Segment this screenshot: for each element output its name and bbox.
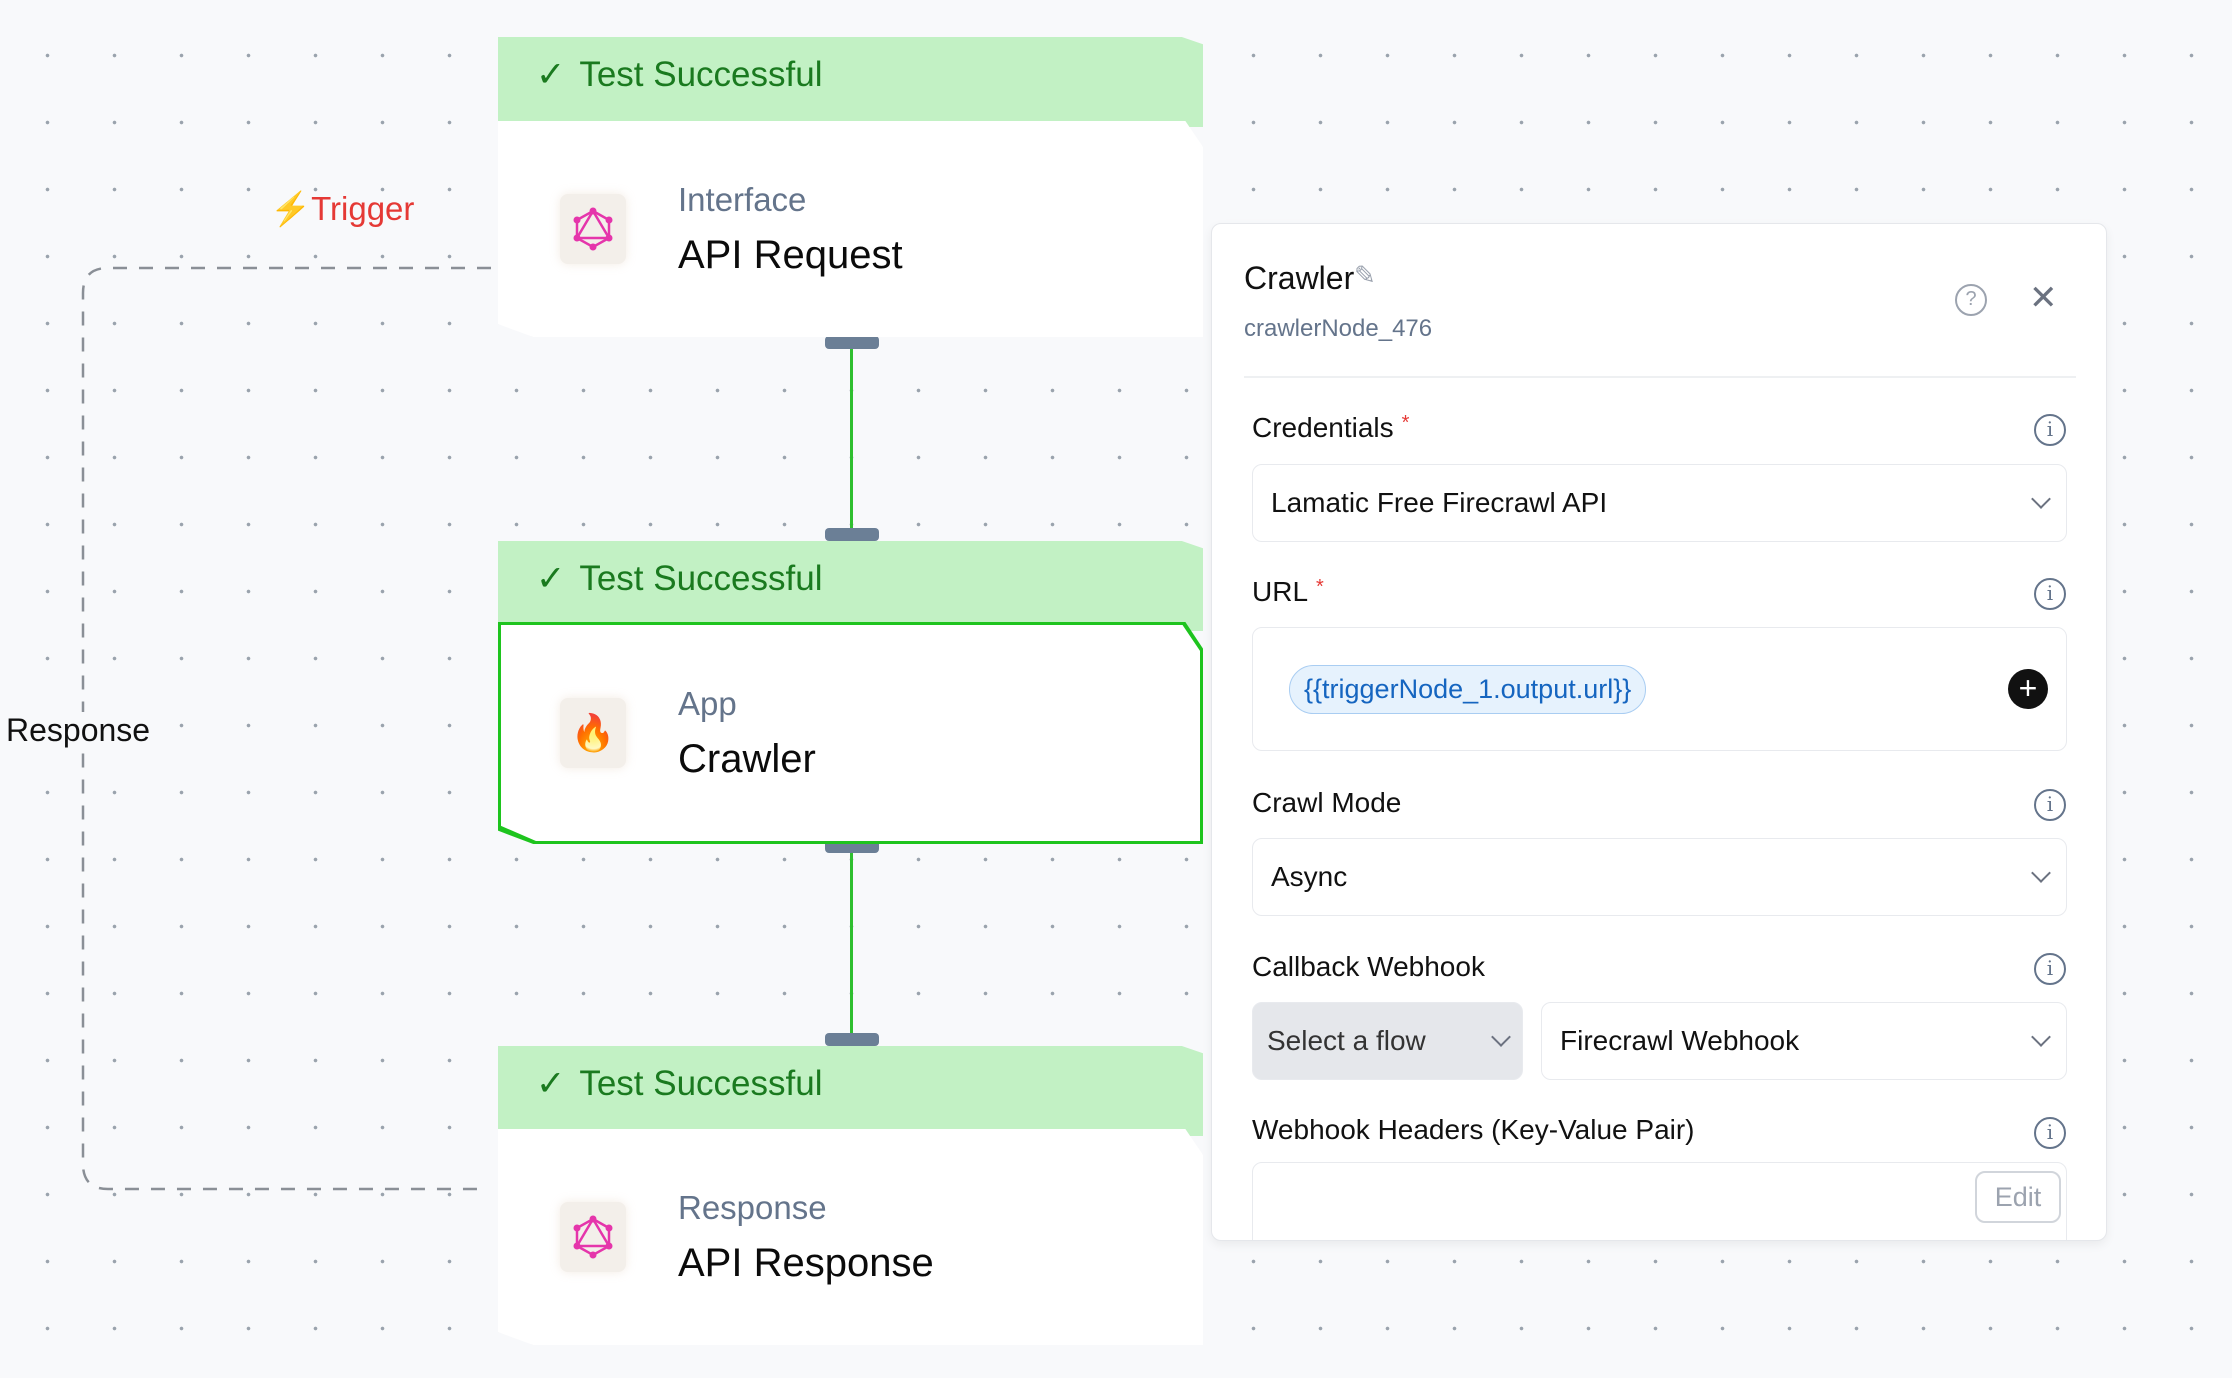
info-icon[interactable]: i [2034, 578, 2066, 610]
target-handle[interactable] [825, 528, 879, 541]
credentials-select[interactable]: Lamatic Free Firecrawl API [1252, 464, 2067, 542]
url-label: URL* [1252, 576, 1324, 607]
credentials-label: Credentials* [1252, 412, 1410, 443]
webhook-select[interactable]: Firecrawl Webhook [1541, 1002, 2067, 1080]
edit-title-pencil-icon[interactable]: ✎ [1354, 260, 1376, 290]
node-id: crawlerNode_476 [1244, 315, 1433, 342]
flow-select[interactable]: Select a flow [1252, 1002, 1523, 1080]
fire-icon: 🔥 [560, 698, 626, 768]
bolt-icon: ⚡ [270, 190, 312, 227]
check-icon: ✓ [536, 55, 566, 94]
graphql-icon [560, 1202, 626, 1272]
status-banner: ✓Test Successful [498, 1046, 1203, 1136]
check-icon: ✓ [536, 559, 566, 598]
chevron-down-icon [2031, 863, 2051, 883]
edit-button[interactable]: Edit [1975, 1171, 2061, 1223]
chevron-down-icon [1491, 1027, 1511, 1047]
chevron-down-icon [2031, 1027, 2051, 1047]
response-edge-label: Response [6, 712, 151, 749]
help-icon[interactable]: ? [1955, 284, 1987, 316]
node-config-panel: Crawler ✎ crawlerNode_476 ? ✕ Credential… [1211, 223, 2107, 1241]
check-icon: ✓ [536, 1064, 566, 1103]
status-banner: ✓Test Successful [498, 541, 1203, 631]
info-icon[interactable]: i [2034, 414, 2066, 446]
source-handle[interactable] [825, 336, 879, 349]
graphql-icon [560, 194, 626, 264]
info-icon[interactable]: i [2034, 953, 2066, 985]
panel-title: Crawler [1244, 260, 1355, 296]
webhook-headers-label: Webhook Headers (Key-Value Pair) [1252, 1114, 1695, 1145]
close-icon[interactable]: ✕ [2029, 279, 2058, 317]
target-handle[interactable] [825, 1033, 879, 1046]
url-input[interactable]: {{triggerNode_1.output.url}} + [1252, 627, 2067, 751]
edge-line [850, 348, 853, 538]
variable-chip[interactable]: {{triggerNode_1.output.url}} [1289, 664, 1647, 714]
chevron-down-icon [2031, 489, 2051, 509]
edge-line [850, 852, 853, 1042]
crawl-mode-label: Crawl Mode [1252, 787, 1402, 818]
divider [1244, 376, 2076, 378]
info-icon[interactable]: i [2034, 1117, 2066, 1149]
info-icon[interactable]: i [2034, 789, 2066, 821]
webhook-headers-editor[interactable]: Edit [1252, 1162, 2067, 1240]
status-banner: ✓Test Successful [498, 37, 1203, 127]
add-variable-plus-icon[interactable]: + [2008, 669, 2048, 709]
trigger-label: ⚡Trigger [270, 190, 415, 227]
crawl-mode-select[interactable]: Async [1252, 838, 2067, 916]
callback-webhook-label: Callback Webhook [1252, 951, 1485, 982]
